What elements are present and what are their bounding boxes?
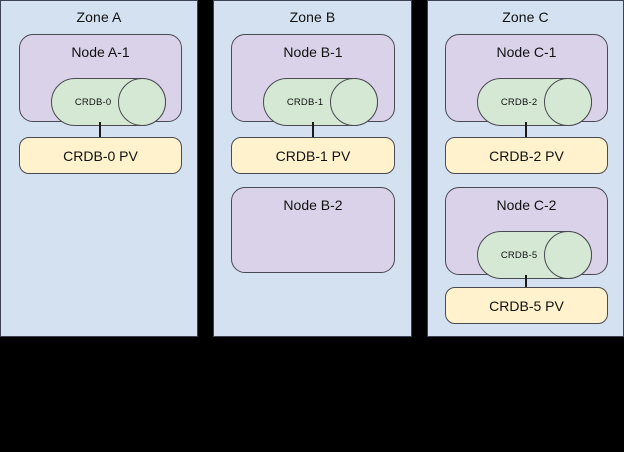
pv-crdb-2-box[interactable]: CRDB-2 PV [445, 137, 608, 174]
zone-a-panel[interactable]: Zone A Node A-1 CRDB-0 CRDB-0 PV [0, 0, 198, 337]
node-c-1-box[interactable]: Node C-1 CRDB-2 [445, 34, 608, 126]
connector-node-c-2-to-pv [525, 275, 527, 289]
node-a-1-box[interactable]: Node A-1 CRDB-0 [19, 34, 182, 126]
node-b-1-box[interactable]: Node B-1 CRDB-1 [231, 34, 395, 126]
node-a-1-title: Node A-1 [71, 44, 130, 60]
database-cylinder-icon[interactable]: CRDB-1 [263, 78, 378, 126]
pv-crdb-2-label: CRDB-2 PV [489, 147, 564, 164]
node-c-1-title: Node C-1 [496, 44, 557, 60]
database-cylinder-icon[interactable]: CRDB-0 [51, 78, 166, 126]
pv-crdb-0-label: CRDB-0 PV [63, 147, 138, 164]
pv-crdb-1-label: CRDB-1 PV [275, 147, 351, 164]
connector-node-b-1-to-pv [312, 122, 314, 139]
pv-crdb-5-box[interactable]: CRDB-5 PV [445, 287, 608, 324]
node-c-2-title: Node C-2 [496, 197, 557, 213]
zone-a-title: Zone A [76, 9, 122, 25]
pv-crdb-1-box[interactable]: CRDB-1 PV [231, 137, 395, 174]
node-b-2-box[interactable]: Node B-2 [231, 187, 395, 273]
node-b-2-title: Node B-2 [283, 197, 343, 213]
node-c-2-box[interactable]: Node C-2 CRDB-5 [445, 187, 608, 279]
database-cylinder-icon[interactable]: CRDB-2 [477, 78, 592, 126]
zone-c-title: Zone C [502, 9, 549, 25]
zone-b-panel[interactable]: Zone B Node B-1 CRDB-1 CRDB-1 PV Node B-… [213, 0, 412, 337]
connector-node-a-1-to-pv [99, 122, 101, 139]
connector-node-c-1-to-pv [525, 122, 527, 139]
pv-crdb-0-box[interactable]: CRDB-0 PV [19, 137, 182, 174]
pv-crdb-5-label: CRDB-5 PV [489, 297, 564, 314]
database-cylinder-icon[interactable]: CRDB-5 [477, 231, 592, 279]
zone-c-panel[interactable]: Zone C Node C-1 CRDB-2 CRDB-2 PV Node C-… [427, 0, 624, 337]
node-b-1-title: Node B-1 [283, 44, 343, 60]
zone-b-title: Zone B [289, 9, 336, 25]
